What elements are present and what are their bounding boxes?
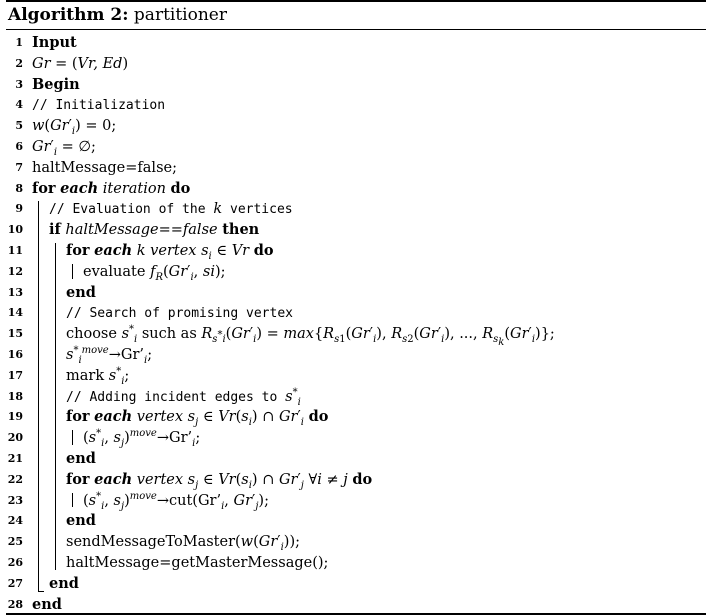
line-number: 11 [7,244,23,257]
line-code: haltMessage=false; [32,159,177,176]
line-code: end [66,512,96,530]
line-code: for each vertex sj ∈ Vr(si) ∩ Gr′i do [66,408,329,429]
line-code: // Search of promising vertex [66,306,293,322]
indent-bar [72,492,73,508]
line-code: // Evaluation of the k vertices [49,201,293,218]
algorithm-line: 16 s*imove→Gr’i; [6,345,706,366]
line-code: // Adding incident edges to s*i [66,386,301,408]
line-number: 10 [7,223,23,237]
algorithm-line: 10 if haltMessage==false then [6,220,706,240]
algorithm-line: 9 // Evaluation of the k vertices [6,199,706,219]
line-code: w(Gr′i) = 0; [32,118,117,138]
algorithm-line: 14 // Search of promising vertex [6,303,706,323]
line-code: Gr = (Vr, Ed) [32,55,129,72]
indent-hook [38,590,44,592]
line-number: 22 [7,472,23,486]
algorithm-line: 13 end [6,283,706,303]
line-number: 17 [7,368,23,382]
algorithm-line: 1 Input [6,33,706,53]
line-number: 20 [7,431,23,445]
algorithm-line: 20 (s*i, sj)move→Gr’i; [6,428,706,450]
indent-bar [38,201,39,591]
algorithm-line: 6 Gr′i = ∅; [6,137,706,157]
algorithm-line: 12 evaluate fR(Gr′i, si); [6,262,706,282]
algorithm-line: 5 w(Gr′i) = 0; [6,116,706,136]
indent-bar [72,263,73,279]
line-number: 2 [15,56,23,70]
line-number: 24 [7,514,23,528]
algorithm-line: 26 haltMessage=getMasterMessage(); [6,553,706,573]
algorithm-line: 19 for each vertex sj ∈ Vr(si) ∩ Gr′i do [6,407,706,427]
line-number: 7 [15,160,23,174]
line-number: 8 [15,181,23,195]
algorithm-line: 24 end [6,511,706,531]
line-code: for each k vertex si ∈ Vr do [66,242,274,262]
line-number: 19 [7,410,23,424]
line-number: 14 [7,306,23,320]
algorithm-title: Algorithm 2: partitioner [8,5,227,25]
line-code: end [66,450,96,467]
line-number: 26 [7,556,23,569]
line-number: 9 [15,202,23,216]
line-number: 5 [15,119,23,133]
line-code: end [66,283,96,301]
algorithm-label: Algorithm 2: [8,5,129,25]
line-number: 4 [15,98,23,112]
line-code: (s*i, sj)move→cut(Gr’i, Gr′j); [83,490,269,512]
line-number: 16 [7,348,23,361]
algorithm-line: 17 mark s*i; [6,366,706,386]
line-code: sendMessageToMaster(w(Gr′i)); [66,534,300,554]
line-code: choose s*i such as Rs*i(Gr′i) = max{Rs1(… [66,324,555,349]
line-code: if haltMessage==false then [49,221,260,239]
line-code: s*imove→Gr’i; [66,345,153,366]
line-number: 3 [15,77,23,91]
line-code: for each iteration do [32,179,191,197]
algorithm-line: 11 for each k vertex si ∈ Vr do [6,241,706,261]
line-code: evaluate fR(Gr′i, si); [83,263,226,283]
algorithm-line: 7 haltMessage=false; [6,158,706,178]
algorithm-line: 21 end [6,449,706,469]
line-code: Begin [32,75,80,93]
line-number: 21 [7,452,23,465]
line-code: end [32,595,62,613]
top-rule [6,0,706,2]
algorithm-line: 18 // Adding incident edges to s*i [6,387,706,407]
bottom-rule [6,613,706,615]
algorithm-line: 3 Begin [6,75,706,95]
line-number: 27 [7,576,23,590]
algorithm-line: 27 end [6,574,706,594]
algorithm-line: 23 (s*i, sj)move→cut(Gr’i, Gr′j); [6,491,706,511]
line-number: 12 [7,264,23,278]
line-code: for each vertex sj ∈ Vr(si) ∩ Gr′j ∀i ≠ … [66,470,373,491]
line-code: Input [32,34,77,51]
algorithm-line: 25 sendMessageToMaster(w(Gr′i)); [6,532,706,552]
line-number: 25 [7,535,23,549]
line-code: mark s*i; [66,365,130,387]
indent-bar [72,430,73,445]
algorithm-line: 2 Gr = (Vr, Ed) [6,54,706,74]
algorithm-line: 28 end [6,595,706,615]
title-rule [6,29,706,30]
line-code: (s*i, sj)move→Gr’i; [83,428,201,450]
line-number: 13 [7,285,23,299]
algorithm-line: 4 // Initialization [6,95,706,115]
line-code: end [49,574,79,592]
line-number: 28 [7,597,23,611]
indent-bar [55,243,56,570]
algorithm-name: partitioner [133,5,227,25]
algorithm-line: 15 choose s*i such as Rs*i(Gr′i) = max{Rs… [6,324,706,349]
line-number: 23 [7,493,23,507]
line-code: Gr′i = ∅; [32,139,96,158]
algorithm-line: 22 for each vertex sj ∈ Vr(si) ∩ Gr′j ∀i … [6,470,706,490]
line-number: 18 [7,389,23,403]
algorithm-line: 8 for each iteration do [6,179,706,199]
line-code: haltMessage=getMasterMessage(); [66,555,329,571]
line-code: // Initialization [32,98,166,114]
line-number: 1 [15,36,23,49]
line-number: 15 [7,327,23,341]
line-number: 6 [15,140,23,153]
